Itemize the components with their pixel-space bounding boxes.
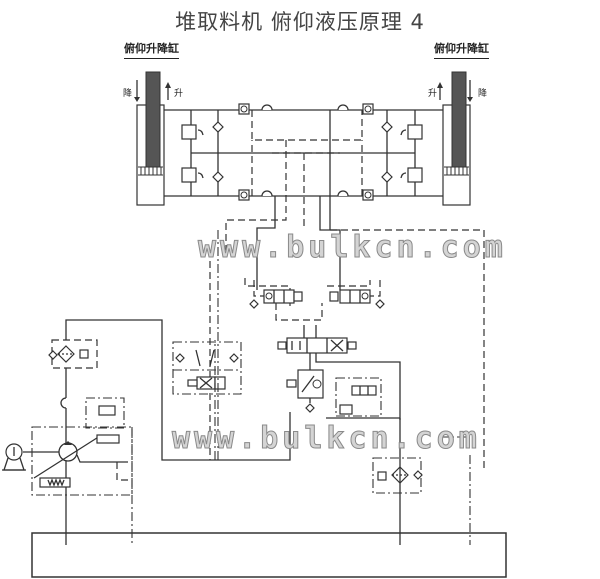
line-hop-icon [337,104,349,111]
check-valve-icon [212,171,224,183]
left-lift-cylinder [134,71,171,206]
right-cylinder-label: 俯仰升降缸 [434,40,489,59]
check-valve-icon [381,171,393,183]
directional-valve [277,325,401,420]
solenoid-icon [329,291,339,302]
left-cylinder-label: 俯仰升降缸 [124,40,179,59]
check-valve-icon [229,353,239,363]
flow-control-valve-group [172,341,242,395]
left-cylinder-down-label: 降 [123,89,133,99]
line-hop-icon [261,190,273,197]
return-filter [48,339,98,369]
solenoid-icon [293,291,303,302]
line-hop-icon [261,104,273,111]
check-valve-icon [305,403,315,413]
solenoid-valve-right [327,280,385,309]
right-cylinder-up-label: 升 [428,89,438,99]
watermark-text: www.bulkcn.com [198,230,507,266]
left-cylinder-up-label: 升 [174,89,184,99]
pilot-check-valve-icon [362,189,374,201]
right-lift-cylinder [437,71,473,206]
pressure-filter [372,457,423,494]
solenoid-icon [187,379,198,387]
left-cylinder-rod [145,71,161,168]
diagram-title: 堆取料机 俯仰液压原理 4 [175,10,425,34]
relief-valve-icon [181,167,197,183]
check-valve-icon [381,121,393,133]
check-valve-icon [249,299,259,309]
check-valve-icon [375,299,385,309]
relief-valve-icon [181,124,197,140]
variable-pump-group [2,397,133,496]
right-cylinder-down-label: 降 [478,89,488,99]
pressure-reducing-group [326,377,400,419]
pilot-check-valve-icon [362,103,374,115]
check-valve-icon [212,121,224,133]
pilot-check-valve-icon [238,103,250,115]
proportional-relief-valve [286,369,324,413]
oil-tank [31,532,507,578]
check-valve-icon [175,353,185,363]
line-hop-icon [337,190,349,197]
check-valve-icon [413,470,423,480]
lock-valve-block [164,103,443,250]
watermark-text: www.bulkcn.com [172,421,481,457]
relief-valve-icon [407,167,423,183]
right-cylinder-rod [451,71,467,168]
relief-valve-icon [407,124,423,140]
pilot-check-valve-icon [238,189,250,201]
solenoid-icon [277,341,287,350]
solenoid-valve-left [244,278,303,310]
check-valve-icon [48,350,58,360]
solenoid-icon [286,379,297,388]
solenoid-icon [347,341,357,350]
line-hop-icon [60,397,67,409]
